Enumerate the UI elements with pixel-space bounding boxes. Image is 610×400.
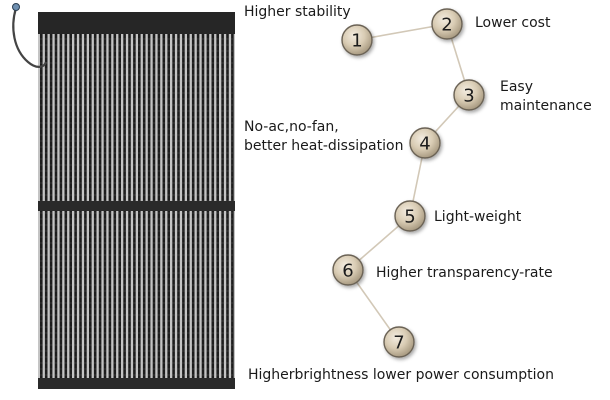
feature-node-3: 3 bbox=[453, 79, 485, 111]
feature-label-lower-cost: Lower cost bbox=[475, 15, 551, 31]
feature-label-higher-transparency: Higher transparency-rate bbox=[376, 265, 553, 281]
feature-label-light-weight: Light-weight bbox=[434, 209, 522, 225]
feature-node-2: 2 bbox=[431, 8, 463, 40]
node-number: 4 bbox=[419, 134, 430, 155]
feature-label-no-ac-no-fan: No-ac,no-fan, bbox=[244, 119, 339, 135]
power-cable bbox=[12, 7, 48, 68]
feature-node-6: 6 bbox=[332, 254, 364, 286]
feature-label-easy: Easy bbox=[500, 79, 534, 95]
panel-top-bar bbox=[38, 12, 235, 34]
node-number: 3 bbox=[463, 86, 474, 107]
feature-node-4: 4 bbox=[409, 127, 441, 159]
feature-node-5: 5 bbox=[394, 200, 426, 232]
node-number: 7 bbox=[393, 333, 404, 354]
panel-middle-bar bbox=[38, 201, 235, 211]
led-screen-panel-image bbox=[12, 3, 235, 389]
feature-label-heat-dissipation: better heat-dissipation bbox=[244, 138, 404, 154]
node-number: 2 bbox=[441, 15, 452, 36]
connector-lines bbox=[347, 23, 470, 343]
panel-bottom-bar bbox=[38, 378, 235, 389]
node-number: 5 bbox=[404, 207, 415, 228]
cable-connector-icon bbox=[12, 3, 20, 11]
node-number: 6 bbox=[342, 261, 353, 282]
feature-label-higher-stability: Higher stability bbox=[244, 4, 351, 20]
feature-node-1: 1 bbox=[341, 24, 373, 56]
feature-node-7: 7 bbox=[383, 326, 415, 358]
node-number: 1 bbox=[351, 31, 362, 52]
feature-label-brightness-power: Higherbrightness lower power consumption bbox=[248, 367, 554, 383]
feature-label-maintenance: maintenance bbox=[500, 98, 592, 114]
